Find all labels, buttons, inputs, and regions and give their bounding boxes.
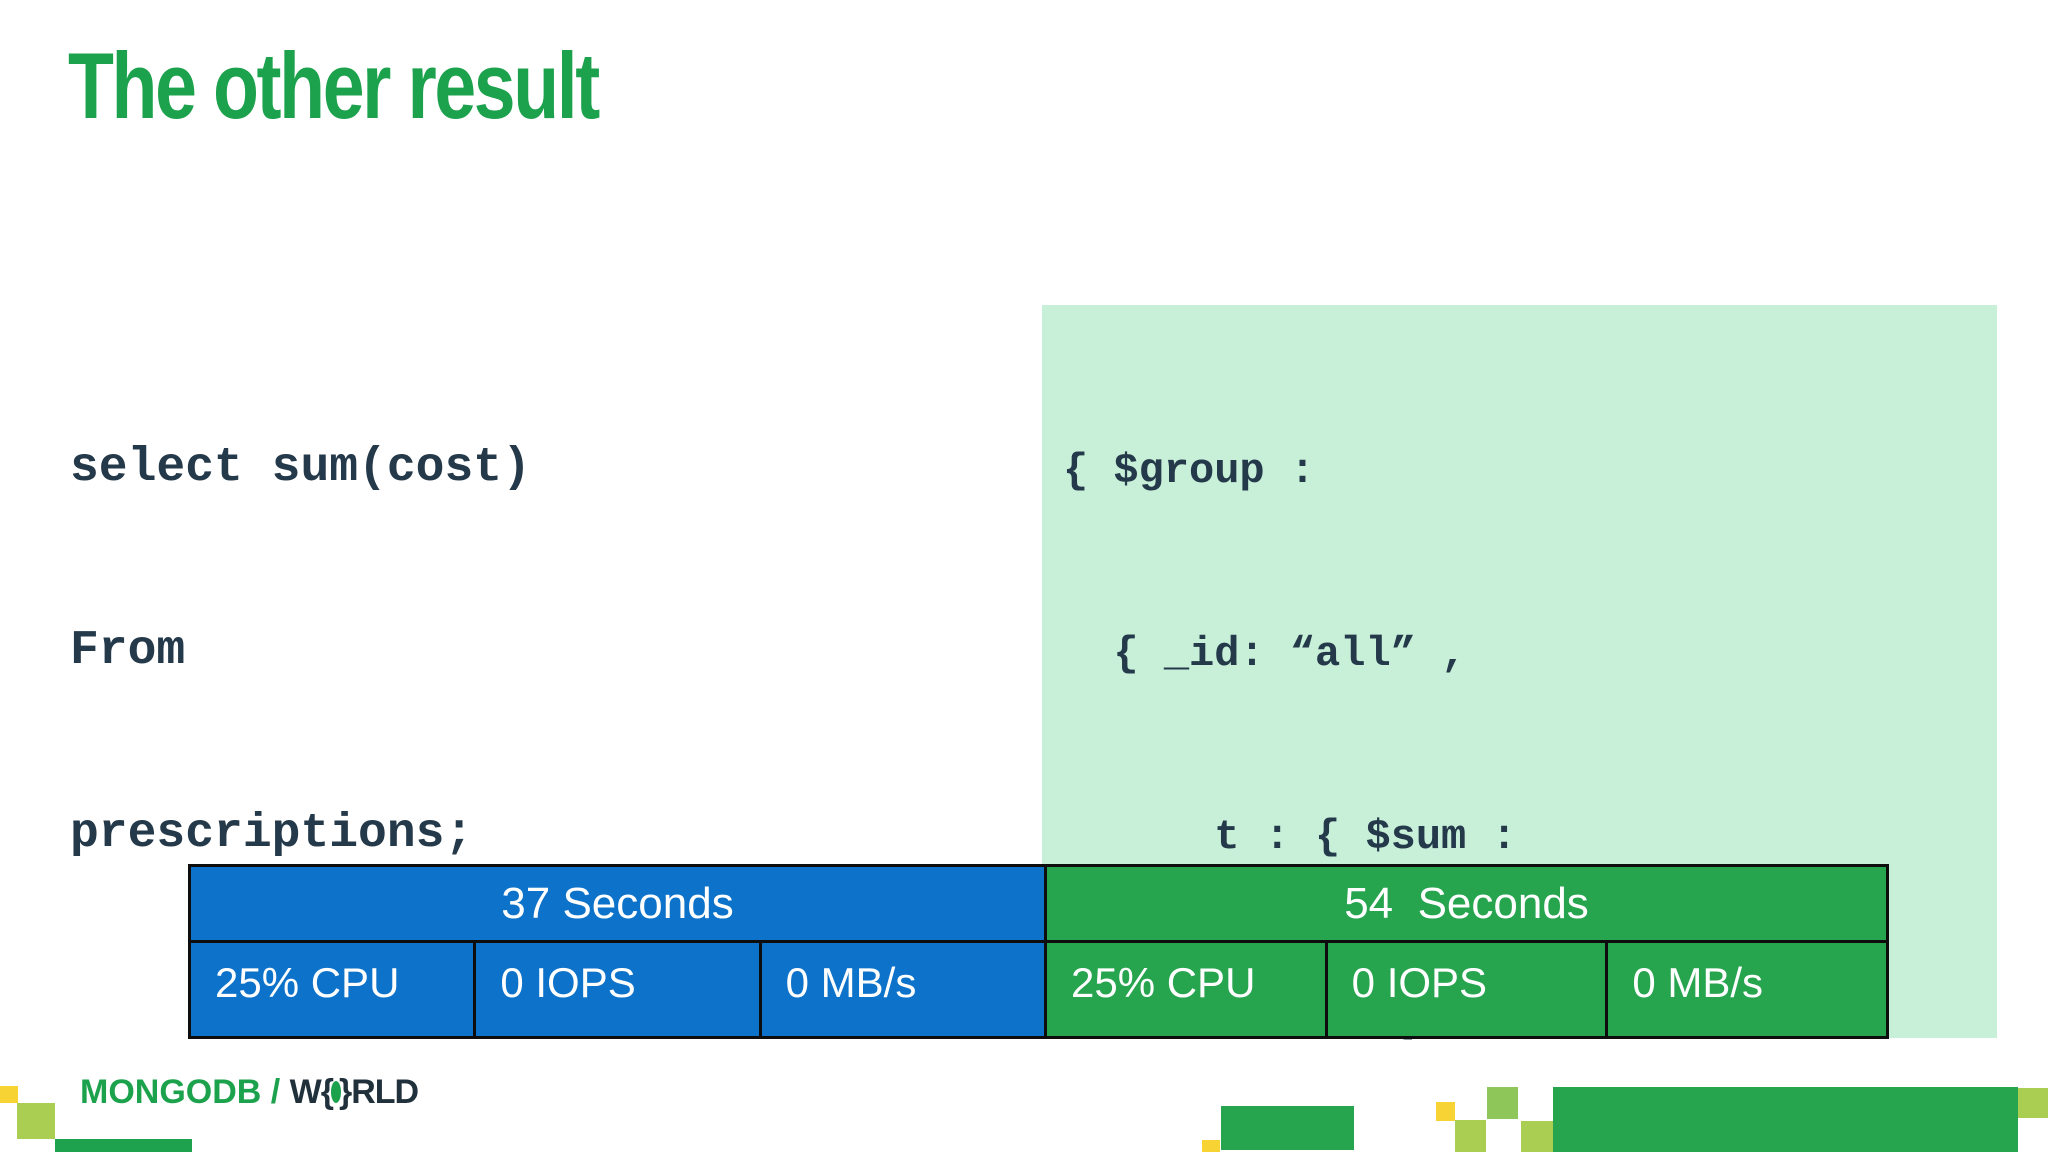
- sql-line: select sum(cost): [70, 441, 531, 495]
- sql-line: From: [70, 624, 186, 678]
- mongodb-duration-header: 54 Seconds: [1047, 867, 1886, 943]
- sql-line: prescriptions;: [70, 807, 474, 861]
- pixel-deco-light-green-square: [17, 1103, 55, 1139]
- sql-duration-header: 37 Seconds: [191, 867, 1044, 943]
- pixel-deco-light-green-square: [2018, 1088, 2048, 1118]
- slide-title: The other result: [68, 33, 600, 138]
- pixel-deco-green-bar: [1553, 1087, 2018, 1152]
- logo-world-suffix: }RLD: [339, 1072, 419, 1111]
- mongo-line: t : { $sum :: [1063, 813, 1517, 861]
- mongodb-iops-cell: 0 IOPS: [1324, 943, 1606, 1036]
- mongodb-performance-section: 54 Seconds 25% CPU 0 IOPS 0 MB/s: [1044, 867, 1886, 1036]
- pixel-deco-yellow-square: [0, 1086, 18, 1103]
- pixel-deco-mid-green-square: [1487, 1087, 1518, 1119]
- logo-world-prefix: W{: [289, 1072, 334, 1111]
- pixel-deco-yellow-square: [1436, 1102, 1455, 1121]
- pixel-deco-light-green-square: [1455, 1120, 1486, 1152]
- mongodb-metrics-row: 25% CPU 0 IOPS 0 MB/s: [1047, 943, 1886, 1036]
- pixel-deco-green-rect: [1221, 1106, 1354, 1150]
- logo-separator: /: [261, 1072, 290, 1111]
- sql-iops-cell: 0 IOPS: [473, 943, 758, 1036]
- mongodb-cpu-cell: 25% CPU: [1071, 958, 1256, 1006]
- mongo-line: { _id: “all” ,: [1063, 630, 1467, 678]
- sql-cpu-cell: 25% CPU: [215, 958, 400, 1006]
- performance-comparison-table: 37 Seconds 25% CPU 0 IOPS 0 MB/s 54 Seco…: [188, 864, 1889, 1039]
- mongodb-leaf-icon: [331, 1081, 341, 1103]
- logo-brand-text: MONGODB: [80, 1072, 262, 1111]
- pixel-deco-light-green-square: [1521, 1121, 1553, 1152]
- pixel-deco-yellow-tiny: [1202, 1140, 1220, 1152]
- pixel-deco-green-bar: [55, 1139, 192, 1152]
- sql-throughput-cell: 0 MB/s: [758, 943, 1044, 1036]
- sql-performance-section: 37 Seconds 25% CPU 0 IOPS 0 MB/s: [191, 867, 1044, 1036]
- sql-metrics-row: 25% CPU 0 IOPS 0 MB/s: [191, 943, 1044, 1036]
- mongodb-throughput-cell: 0 MB/s: [1605, 943, 1886, 1036]
- sql-code-block: select sum(cost) From prescriptions;: [70, 316, 531, 987]
- mongodb-world-logo: MONGODB / W{}RLD: [80, 1072, 419, 1112]
- mongo-line: { $group :: [1063, 447, 1316, 495]
